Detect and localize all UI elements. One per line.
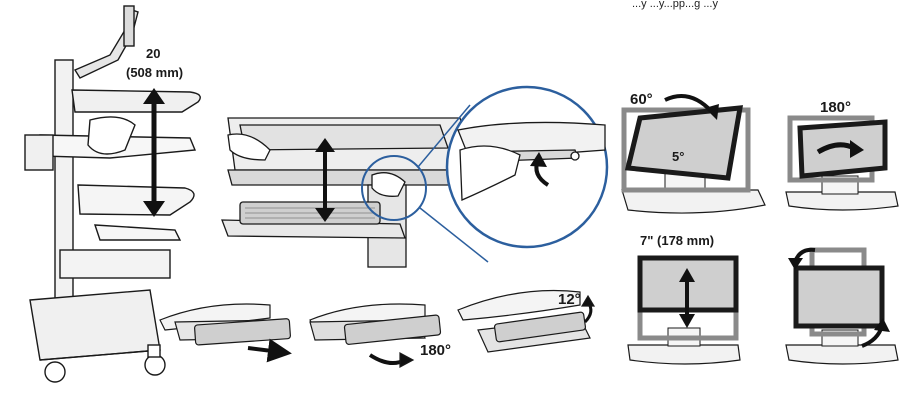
monitor-height (627, 255, 741, 365)
cart-height-label: 20 (146, 46, 161, 61)
monitor-tilt (621, 94, 766, 214)
keyboard-tray-slide (159, 303, 292, 363)
surface-height-arrow (315, 138, 335, 222)
keyboard-tilt-label: 12° (558, 291, 581, 308)
keyboard-tray-swivel (309, 303, 442, 369)
monitor-tilt-down-label: 5° (672, 149, 685, 164)
monitor-rotate-portrait (785, 247, 899, 365)
cart-height-arrow (143, 88, 165, 217)
monitor-rotate-label: 180° (820, 99, 852, 116)
keyboard-swivel-label: 180° (420, 342, 452, 359)
cart-height-mm-label: (508 mm) (126, 65, 184, 80)
lever-callout (361, 85, 609, 263)
work-surface-closeup (221, 117, 471, 268)
top-caption: ...y ...y...pp...g ...y (632, 0, 718, 10)
keyboard-tray-tilt (457, 289, 596, 353)
monitor-rotate (785, 115, 899, 211)
monitor-height-label: 7" (178 mm) (640, 233, 715, 248)
monitor-tilt-up-label: 60° (630, 91, 653, 108)
